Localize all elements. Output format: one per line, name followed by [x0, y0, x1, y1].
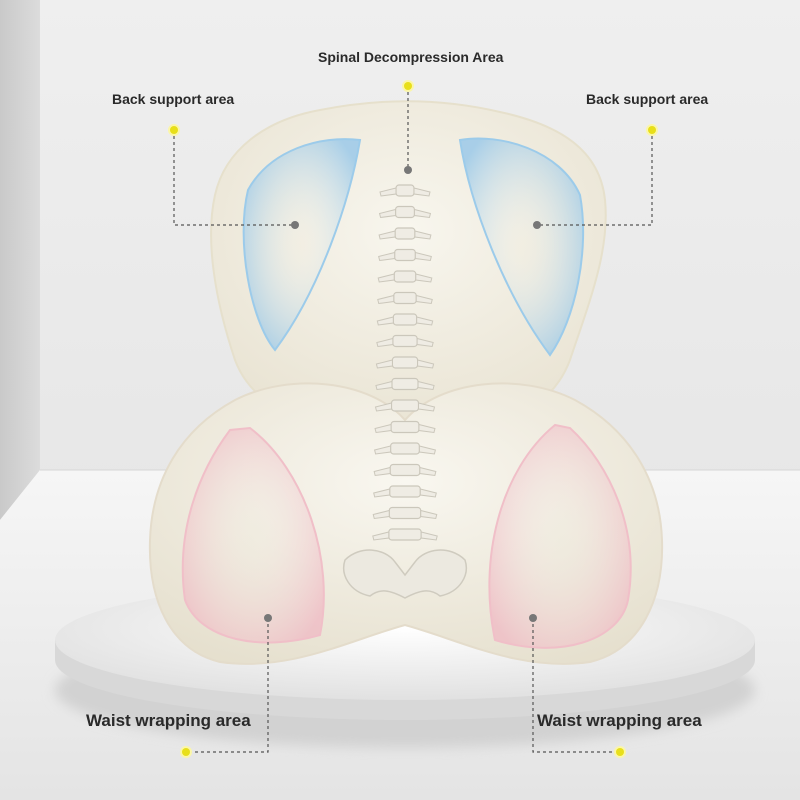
vertebra [373, 442, 437, 455]
vertebra [378, 227, 432, 240]
vertebra [374, 420, 436, 434]
vertebra [378, 248, 432, 262]
vertebra [378, 205, 432, 219]
label-waist-wrapping-right: Waist wrapping area [537, 711, 702, 730]
vertebra [372, 528, 438, 541]
vertebra [376, 334, 434, 348]
side-wall [0, 0, 40, 520]
back-support-zone-right [458, 137, 585, 357]
vertebra [377, 291, 433, 305]
vertebra [372, 506, 438, 520]
vertebra [379, 184, 431, 197]
waist-zone-right [488, 423, 632, 649]
vertebra [373, 463, 437, 477]
leader-lines [173, 86, 653, 753]
pelvis-illustration [343, 549, 467, 599]
label-back-support-left: Back support area [112, 91, 235, 107]
vertebra [375, 356, 435, 369]
back-support-zone-left [242, 138, 362, 352]
vertebra [377, 270, 433, 283]
vertebra [373, 485, 437, 498]
spine-illustration [372, 184, 438, 541]
waist-zone-left [181, 426, 325, 644]
label-waist-wrapping-left: Waist wrapping area [86, 711, 251, 730]
vertebra [375, 377, 435, 391]
vertebra [374, 399, 436, 412]
anchor-dots [264, 166, 541, 622]
vertebra [376, 313, 434, 326]
yellow-markers [168, 80, 658, 758]
label-spinal-decompression: Spinal Decompression Area [318, 49, 504, 65]
label-back-support-right: Back support area [586, 91, 709, 107]
